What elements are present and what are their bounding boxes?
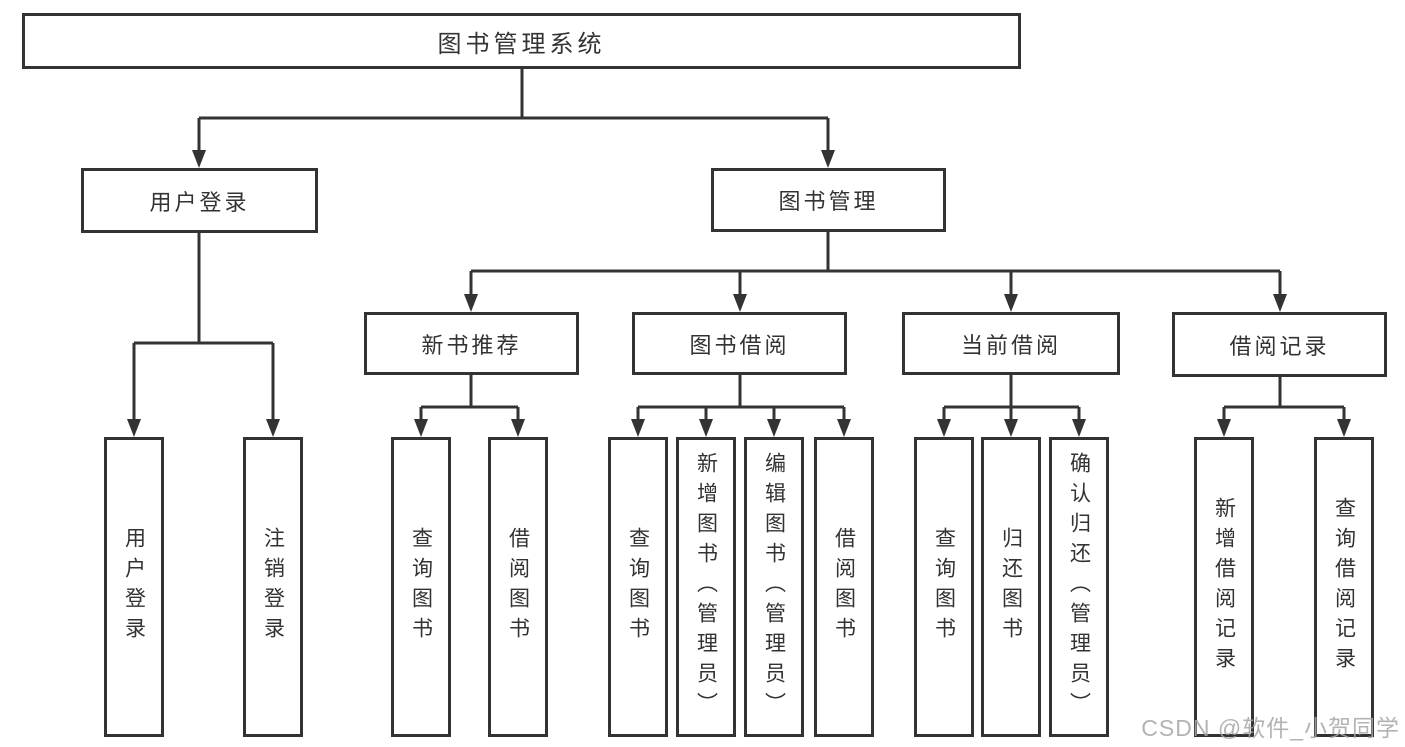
leaf-records-query-record: 查询借阅记录 xyxy=(1314,437,1374,737)
leaf-borrowing-edit-books-admin: 编辑图书（管理员） xyxy=(744,437,804,737)
leaf-current-return-books: 归还图书 xyxy=(981,437,1041,737)
node-label: 新书推荐 xyxy=(421,332,522,358)
connector-borrow-records-to-leaves xyxy=(1217,377,1351,437)
leaf-label: 查询图书 xyxy=(409,527,433,647)
leaf-borrowing-add-books-admin: 新增图书（管理员） xyxy=(676,437,736,737)
leaf-newbook-query-books: 查询图书 xyxy=(391,437,451,737)
leaf-label: 确认归还（管理员） xyxy=(1067,452,1091,722)
leaf-label: 归还图书 xyxy=(999,527,1023,647)
leaf-logout-login: 注销登录 xyxy=(243,437,303,737)
leaf-label: 借阅图书 xyxy=(832,527,856,647)
node-label: 当前借阅 xyxy=(960,332,1061,358)
leaf-label: 新增图书（管理员） xyxy=(694,452,718,722)
connector-book-mgmt-to-sections xyxy=(464,232,1287,312)
leaf-user-login: 用户登录 xyxy=(104,437,164,737)
connector-new-book-to-leaves xyxy=(414,375,525,437)
leaf-borrowing-borrow-books: 借阅图书 xyxy=(814,437,874,737)
connector-current-borrow-to-leaves xyxy=(937,375,1086,437)
leaf-label: 借阅图书 xyxy=(506,527,530,647)
node-user-login-branch: 用户登录 xyxy=(81,168,318,233)
leaf-label: 查询借阅记录 xyxy=(1332,497,1356,677)
csdn-watermark: CSDN @软件_小贺同学 xyxy=(1141,715,1400,741)
leaf-newbook-borrow-books: 借阅图书 xyxy=(488,437,548,737)
node-borrowing-records: 借阅记录 xyxy=(1172,312,1387,377)
leaf-current-query-books: 查询图书 xyxy=(914,437,974,737)
leaf-borrowing-query-books: 查询图书 xyxy=(608,437,668,737)
leaf-label: 注销登录 xyxy=(261,527,285,647)
node-book-management: 图书管理 xyxy=(711,168,946,232)
node-label: 图书管理系统 xyxy=(437,30,606,58)
connector-user-login-to-leaves xyxy=(127,233,280,437)
leaf-label: 新增借阅记录 xyxy=(1212,497,1236,677)
leaf-label: 用户登录 xyxy=(122,527,146,647)
node-book-borrowing: 图书借阅 xyxy=(632,312,847,375)
node-new-book-recommend: 新书推荐 xyxy=(364,312,579,375)
node-label: 用户登录 xyxy=(149,189,250,215)
connector-root-to-branches xyxy=(192,69,835,168)
leaf-current-confirm-return-admin: 确认归还（管理员） xyxy=(1049,437,1109,737)
node-current-borrowing: 当前借阅 xyxy=(902,312,1120,375)
node-library-management-system: 图书管理系统 xyxy=(22,13,1021,69)
node-label: 图书借阅 xyxy=(689,332,790,358)
leaf-label: 查询图书 xyxy=(932,527,956,647)
node-label: 借阅记录 xyxy=(1229,333,1330,359)
leaf-records-add-record: 新增借阅记录 xyxy=(1194,437,1254,737)
node-label: 图书管理 xyxy=(778,189,879,214)
connector-book-borrow-to-leaves xyxy=(631,375,851,437)
leaf-label: 查询图书 xyxy=(626,527,650,647)
leaf-label: 编辑图书（管理员） xyxy=(762,452,786,722)
